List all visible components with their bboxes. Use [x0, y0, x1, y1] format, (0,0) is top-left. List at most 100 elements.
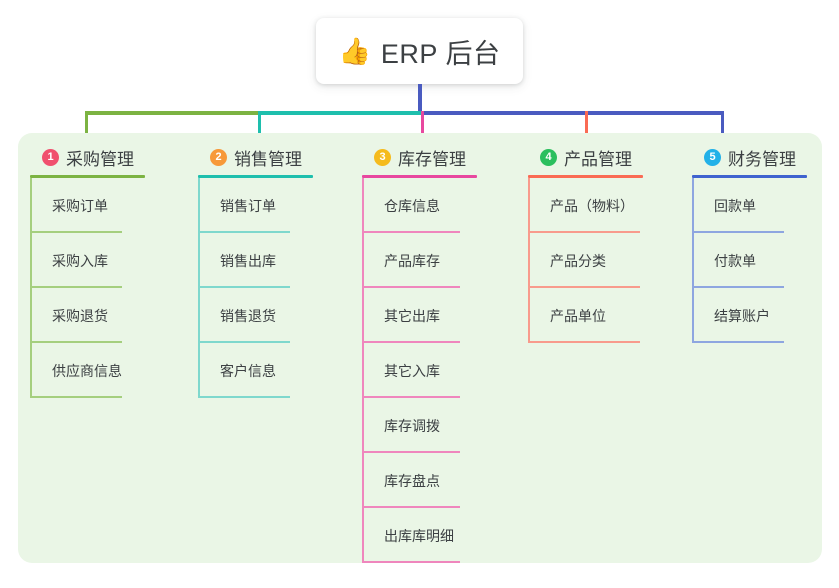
branch-item[interactable]: 库存调拨 [362, 398, 477, 453]
branch-underline [528, 175, 643, 178]
thumbs-up-icon: 👍 [338, 36, 371, 66]
branch-item-label: 采购入库 [52, 253, 108, 269]
connector-bus-segment-2 [260, 111, 423, 115]
branch-item-underline [30, 286, 122, 288]
branch-item[interactable]: 客户信息 [198, 343, 313, 398]
branch-title: 产品管理 [564, 149, 632, 169]
branch-item-label: 出库库明细 [384, 528, 454, 544]
connector-bus-segment-3 [423, 111, 723, 115]
branch-item[interactable]: 采购入库 [30, 233, 145, 288]
branch-item-label: 供应商信息 [52, 363, 122, 379]
branch-item[interactable]: 库存盘点 [362, 453, 477, 508]
branch-item-underline [692, 341, 784, 343]
branch-item-underline [362, 451, 460, 453]
branch-item-underline [528, 231, 640, 233]
branch-item-label: 采购订单 [52, 198, 108, 214]
branch-title: 销售管理 [234, 149, 302, 169]
branch-number-badge: 5 [704, 148, 721, 166]
branch-underline [362, 175, 477, 178]
branch-header-4[interactable]: 4 产品管理 [528, 146, 643, 169]
branch-item-underline [198, 231, 290, 233]
branch-item-label: 客户信息 [220, 363, 276, 379]
branch-item[interactable]: 采购订单 [30, 178, 145, 233]
branch-header-1[interactable]: 1 采购管理 [30, 146, 145, 169]
branch-item-underline [198, 286, 290, 288]
branch-item-underline [198, 341, 290, 343]
branch-items: 回款单付款单结算账户 [692, 178, 807, 343]
branch-item-underline [30, 231, 122, 233]
branch-spine [198, 178, 200, 398]
branch-item[interactable]: 采购退货 [30, 288, 145, 343]
branch-underline [198, 175, 313, 178]
branch-spine [362, 178, 364, 563]
branch-spine [692, 178, 694, 343]
branch-title: 采购管理 [66, 149, 134, 169]
branch-item[interactable]: 销售出库 [198, 233, 313, 288]
branch-number-badge: 3 [374, 148, 391, 166]
branch-item-label: 产品库存 [384, 253, 440, 269]
branch-spine [30, 178, 32, 398]
branch-item[interactable]: 销售订单 [198, 178, 313, 233]
branch-item[interactable]: 产品分类 [528, 233, 643, 288]
connector-root-stem [418, 84, 422, 111]
branch-item-label: 销售出库 [220, 253, 276, 269]
branch-item-underline [362, 506, 460, 508]
branch-item-underline [362, 561, 460, 563]
branch-column-5[interactable]: 5 财务管理回款单付款单结算账户 [692, 146, 807, 343]
branch-item-label: 其它出库 [384, 308, 440, 324]
branch-item-underline [528, 341, 640, 343]
branch-item[interactable]: 销售退货 [198, 288, 313, 343]
branch-column-1[interactable]: 1 采购管理采购订单采购入库采购退货供应商信息 [30, 146, 145, 398]
branch-underline [692, 175, 807, 178]
branch-item[interactable]: 供应商信息 [30, 343, 145, 398]
branch-item-label: 库存调拨 [384, 418, 440, 434]
branch-item[interactable]: 付款单 [692, 233, 807, 288]
branch-item[interactable]: 结算账户 [692, 288, 807, 343]
branch-title: 财务管理 [728, 149, 796, 169]
branch-item[interactable]: 其它出库 [362, 288, 477, 343]
branch-item-underline [362, 396, 460, 398]
branch-item[interactable]: 出库库明细 [362, 508, 477, 563]
branch-column-2[interactable]: 2 销售管理销售订单销售出库销售退货客户信息 [198, 146, 313, 398]
branch-item-label: 产品单位 [550, 308, 606, 324]
branch-header-5[interactable]: 5 财务管理 [692, 146, 807, 169]
connector-drop-3 [421, 111, 424, 143]
branch-item-underline [198, 396, 290, 398]
connector-bus-segment-1 [85, 111, 260, 115]
branch-item-underline [362, 341, 460, 343]
branch-items: 仓库信息产品库存其它出库其它入库库存调拨库存盘点出库库明细 [362, 178, 477, 563]
connector-drop-4 [585, 111, 588, 143]
connector-drop-1 [85, 111, 88, 143]
connector-drop-5 [721, 111, 724, 143]
root-node-label: ERP 后台 [380, 38, 501, 69]
branch-item[interactable]: 产品库存 [362, 233, 477, 288]
branch-item-underline [692, 286, 784, 288]
branch-spine [528, 178, 530, 343]
branch-item-label: 结算账户 [714, 308, 770, 324]
branch-item-label: 销售订单 [220, 198, 276, 214]
branch-item[interactable]: 仓库信息 [362, 178, 477, 233]
branch-items: 销售订单销售出库销售退货客户信息 [198, 178, 313, 398]
branch-number-badge: 2 [210, 148, 227, 166]
branch-item-underline [528, 286, 640, 288]
branch-item-label: 销售退货 [220, 308, 276, 324]
branch-column-4[interactable]: 4 产品管理产品（物料） 产品分类产品单位 [528, 146, 643, 343]
branch-item[interactable]: 回款单 [692, 178, 807, 233]
branch-item-underline [30, 396, 122, 398]
branch-item-label: 库存盘点 [384, 473, 440, 489]
branch-item[interactable]: 产品（物料） [528, 178, 643, 233]
branch-item-underline [362, 231, 460, 233]
branch-item[interactable]: 其它入库 [362, 343, 477, 398]
branches-panel [18, 133, 822, 563]
branch-item-label: 付款单 [714, 253, 756, 269]
branch-item-label: 产品分类 [550, 253, 606, 269]
branch-underline [30, 175, 145, 178]
branch-item[interactable]: 产品单位 [528, 288, 643, 343]
root-node-erp-backend[interactable]: 👍 ERP 后台 [316, 18, 523, 84]
branch-number-badge: 4 [540, 148, 557, 166]
branch-number-badge: 1 [42, 148, 59, 166]
branch-header-2[interactable]: 2 销售管理 [198, 146, 313, 169]
